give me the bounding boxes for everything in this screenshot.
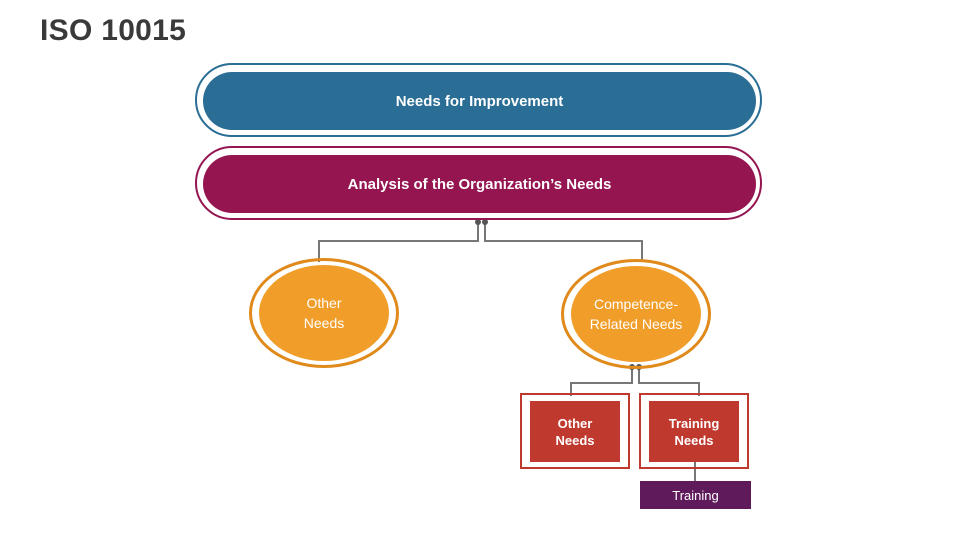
training-needs-line1: Training bbox=[668, 415, 720, 431]
analysis-needs-bar: Analysis of the Organization’s Needs bbox=[203, 155, 756, 213]
analysis-needs-label: Analysis of the Organization’s Needs bbox=[347, 175, 612, 193]
needs-for-improvement-bar: Needs for Improvement bbox=[203, 72, 756, 130]
training-box: Training bbox=[640, 481, 751, 509]
sub-other-needs-box: Other Needs bbox=[530, 401, 620, 462]
other-needs-ellipse: Other Needs bbox=[259, 265, 389, 361]
analysis-bar-outline bbox=[195, 146, 762, 220]
improvement-bar-outline bbox=[195, 63, 762, 137]
competence-needs-label-line2: Related Needs bbox=[589, 316, 683, 332]
sub-other-needs-line2: Needs bbox=[555, 432, 595, 448]
connector-dot bbox=[482, 219, 488, 225]
sub-other-needs-line1: Other bbox=[557, 415, 593, 431]
training-label: Training bbox=[672, 487, 719, 503]
connector-dot bbox=[475, 219, 481, 225]
sub-other-needs-outline bbox=[520, 393, 630, 469]
competence-needs-label-line1: Competence- bbox=[593, 296, 679, 312]
competence-needs-ellipse-outline bbox=[561, 259, 711, 369]
other-needs-label-line2: Needs bbox=[303, 315, 345, 331]
other-needs-label-line1: Other bbox=[306, 295, 342, 311]
other-needs-ellipse-outline bbox=[249, 258, 399, 368]
training-needs-box: Training Needs bbox=[649, 401, 739, 462]
training-needs-outline bbox=[639, 393, 749, 469]
needs-for-improvement-label: Needs for Improvement bbox=[395, 92, 564, 110]
training-needs-line2: Needs bbox=[674, 432, 714, 448]
page-title: ISO 10015 bbox=[40, 14, 187, 47]
competence-needs-ellipse: Competence- Related Needs bbox=[571, 266, 701, 362]
